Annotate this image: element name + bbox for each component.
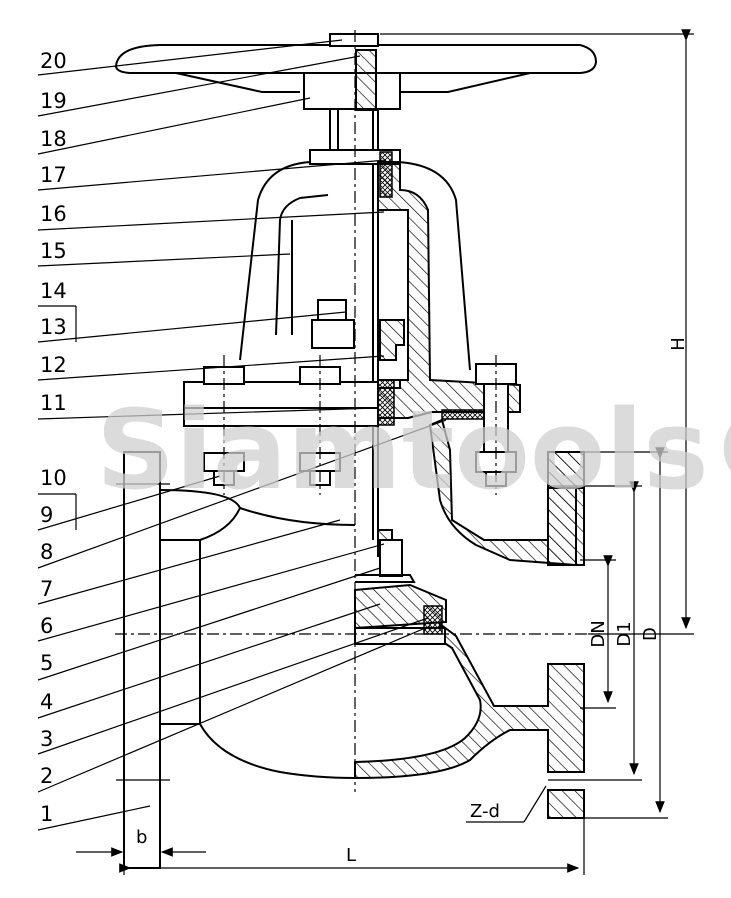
dim-label-H: H <box>668 337 689 351</box>
part-label-7: 7 <box>40 577 53 601</box>
part-label-14: 14 <box>40 279 67 303</box>
part-label-11: 11 <box>40 391 67 415</box>
part-label-8: 8 <box>40 540 53 564</box>
watermark: Siamtools® <box>96 386 731 514</box>
dim-label-b: b <box>136 827 147 848</box>
part-label-18: 18 <box>40 127 67 151</box>
part-label-17: 17 <box>40 163 67 187</box>
bonnet-flange-left <box>183 355 379 495</box>
disc-assembly <box>355 539 416 583</box>
body-right-section <box>354 418 585 819</box>
part-label-1: 1 <box>40 802 53 826</box>
dim-label-D1: D1 <box>614 621 635 646</box>
part-label-2: 2 <box>40 764 53 788</box>
body-left-outline <box>116 451 356 869</box>
part-label-3: 3 <box>40 727 53 751</box>
part-label-13: 13 <box>40 315 67 339</box>
part-label-5: 5 <box>40 651 53 675</box>
part-label-4: 4 <box>40 690 53 714</box>
dim-label-DN: DN <box>588 620 609 647</box>
dim-label-D: D <box>640 627 661 641</box>
handwheel <box>114 33 598 111</box>
part-label-12: 12 <box>40 353 67 377</box>
dim-label-Z-d: Z-d <box>470 801 500 822</box>
part-label-15: 15 <box>40 239 67 263</box>
part-number-labels: 20 19 18 17 16 15 14 13 12 11 10 9 8 7 6… <box>40 49 67 826</box>
bonnet <box>377 151 521 426</box>
part-label-19: 19 <box>40 89 67 113</box>
part-label-20: 20 <box>40 49 67 73</box>
part-label-10: 10 <box>40 466 67 490</box>
dimension-lines <box>76 29 694 875</box>
dimension-labels: b L Z-d H DN D1 D <box>136 337 689 866</box>
part-label-16: 16 <box>40 202 67 226</box>
centre-lines <box>115 30 600 792</box>
part-label-6: 6 <box>40 614 53 638</box>
dim-label-L: L <box>346 845 356 866</box>
part-label-9: 9 <box>40 503 53 527</box>
bonnet-bolt-right <box>475 355 517 495</box>
leader-lines <box>37 39 447 831</box>
